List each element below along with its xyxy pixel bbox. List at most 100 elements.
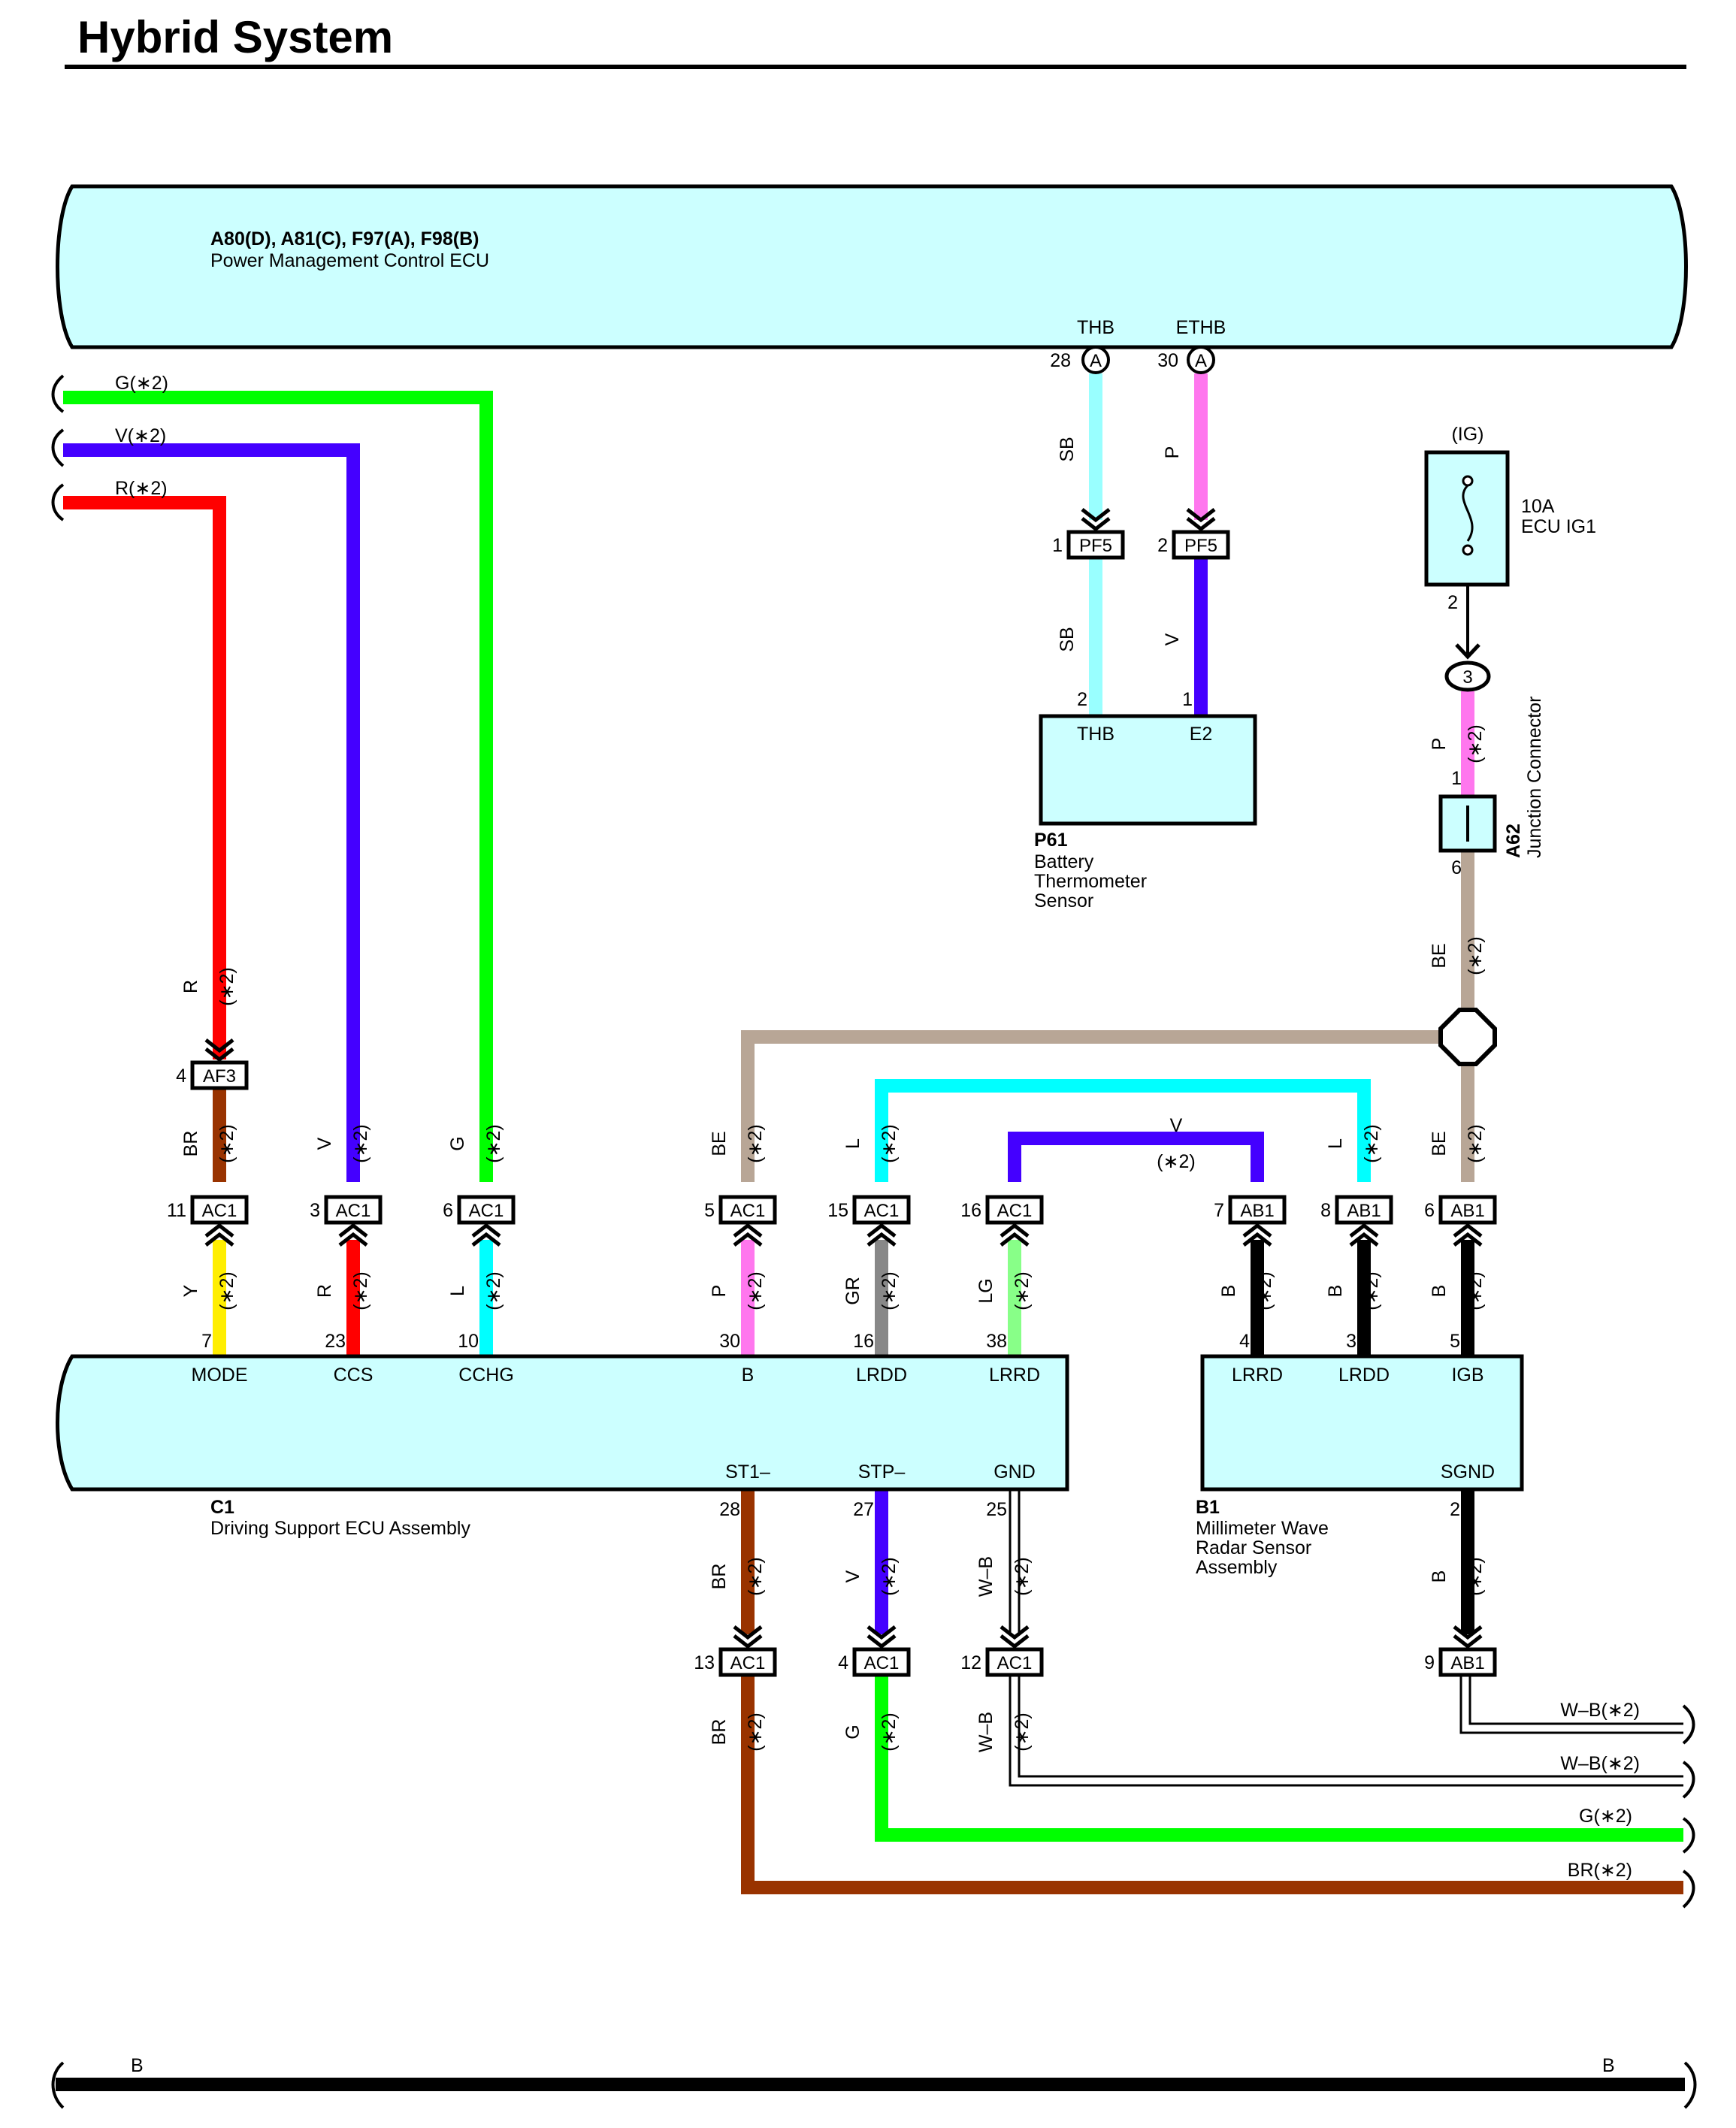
- b1-id: B1: [1196, 1497, 1220, 1518]
- label-b-lrdd-code: B: [1325, 1285, 1346, 1298]
- pin-b1-lrrd: 4: [1239, 1331, 1250, 1352]
- b1-name-1: Millimeter Wave: [1196, 1518, 1329, 1539]
- label-be-junction-star: (∗2): [1465, 936, 1486, 975]
- label-v-ac1-code: V: [314, 1137, 335, 1150]
- label-b-igb-code: B: [1429, 1285, 1450, 1298]
- label-r-ccs-code: R: [314, 1284, 335, 1298]
- c1-pin-lrrd: LRRD: [989, 1365, 1040, 1386]
- c1-pin-ccs: CCS: [334, 1365, 374, 1386]
- label-v-stp-star: (∗2): [879, 1557, 900, 1596]
- connector-ac1-mode-chevron-icon: [204, 1223, 234, 1247]
- pin-b1-lrdd: 3: [1346, 1331, 1356, 1352]
- label-v-stp-code: V: [842, 1570, 863, 1582]
- splice-octagon: [1438, 1008, 1497, 1066]
- c1-pin-gnd: GND: [994, 1461, 1036, 1483]
- fuse-pin: 2: [1447, 592, 1458, 613]
- label-br-bottom-code: BR: [709, 1719, 730, 1746]
- svg-text:5: 5: [704, 1200, 715, 1221]
- c1-pin-st1: ST1–: [725, 1461, 770, 1483]
- pin-c1-b: 30: [719, 1331, 740, 1352]
- wire-v-top: [63, 443, 360, 1182]
- label-br-af3-code: BR: [180, 1131, 201, 1157]
- svg-text:AB1: AB1: [1347, 1201, 1381, 1221]
- label-be-ab1-code: BE: [1429, 1131, 1450, 1156]
- svg-text:AB1: AB1: [1240, 1201, 1274, 1221]
- label-be-junction-code: BE: [1429, 943, 1450, 968]
- svg-text:AC1: AC1: [997, 1653, 1033, 1673]
- fuse-name: ECU IG1: [1521, 516, 1596, 537]
- junction-pin-out: 6: [1451, 857, 1462, 878]
- page-title: Hybrid System: [77, 12, 393, 62]
- svg-text:3: 3: [1462, 667, 1472, 688]
- connector-ac1-st1-chevron-icon: [733, 1625, 763, 1649]
- label-be-ac1-code: BE: [709, 1131, 730, 1156]
- wire-be-branch: [741, 1030, 1468, 1182]
- label-wb-bottom-code: W–B: [975, 1712, 997, 1752]
- ground-bus-right-label: B: [1602, 2055, 1615, 2076]
- label-l-ab1-star: (∗2): [1361, 1124, 1382, 1163]
- left-wire-v-label: V(∗2): [115, 425, 166, 446]
- ground-bus-left-label: B: [131, 2055, 144, 2076]
- driving-ecu-box: [56, 1354, 1069, 1492]
- right-wire-wb2-label: W–B(∗2): [1560, 1753, 1640, 1774]
- b1-pin-lrrd: LRRD: [1232, 1365, 1283, 1386]
- label-l-cchg-star: (∗2): [483, 1271, 504, 1310]
- connector-ab1-lrdd-chevron-icon: [1349, 1223, 1379, 1247]
- svg-text:8: 8: [1320, 1200, 1331, 1221]
- label-r-ccs-star: (∗2): [350, 1271, 371, 1310]
- connector-ac1-b-chevron-icon: [733, 1223, 763, 1247]
- pmc-pin-ethb: ETHB: [1176, 317, 1226, 338]
- pin-c1-gnd: 25: [986, 1499, 1007, 1520]
- junction-id: A62: [1503, 824, 1524, 858]
- connector-ab1-sgnd-chevron-icon: [1453, 1625, 1483, 1649]
- connector-ab1-lrdd: AB1 8: [1320, 1195, 1393, 1247]
- wire-g-top: [63, 391, 493, 1182]
- ecu-connector-thb: A 28: [1050, 346, 1110, 374]
- pmc-ecu-name: Power Management Control ECU: [210, 250, 489, 271]
- fuse-amp: 10A: [1521, 496, 1555, 517]
- svg-text:9: 9: [1424, 1652, 1435, 1673]
- c1-pin-stp: STP–: [858, 1461, 906, 1483]
- svg-text:16: 16: [960, 1200, 981, 1221]
- label-b-lrrd-code: B: [1218, 1285, 1239, 1298]
- right-wire-wb1-label: W–B(∗2): [1560, 1700, 1640, 1721]
- left-wire-r-label: R(∗2): [115, 478, 168, 499]
- label-v-lower-code: V: [1162, 633, 1183, 645]
- wires: [56, 373, 1685, 2091]
- junction-connector: [1438, 794, 1497, 853]
- label-b-lrrd-star: (∗2): [1254, 1271, 1275, 1310]
- svg-text:AC1: AC1: [864, 1653, 900, 1673]
- connector-ac1-stp-chevron-icon: [866, 1625, 897, 1649]
- svg-text:AC1: AC1: [864, 1201, 900, 1221]
- pin-c1-cchg: 10: [458, 1331, 479, 1352]
- label-b-sgnd-code: B: [1429, 1570, 1450, 1583]
- label-br-af3-star: (∗2): [216, 1124, 237, 1163]
- pin-c1-lrrd: 38: [986, 1331, 1007, 1352]
- label-r-af3-star: (∗2): [216, 967, 237, 1006]
- sensor-name-2: Thermometer: [1034, 871, 1147, 892]
- fuse-icon: [1462, 475, 1474, 556]
- connector-ab1-igb-chevron-icon: [1453, 1223, 1483, 1247]
- fuse-box: [1424, 450, 1510, 587]
- b1-pin-sgnd: SGND: [1441, 1461, 1495, 1483]
- connector-ac1-lrrd: AC1 16: [960, 1195, 1044, 1247]
- connector-af3-chevron-icon: [204, 1038, 234, 1062]
- label-p-upper-code: P: [1162, 446, 1183, 459]
- svg-text:AC1: AC1: [997, 1201, 1033, 1221]
- pin-c1-mode: 7: [201, 1331, 212, 1352]
- label-y-star: (∗2): [216, 1271, 237, 1310]
- svg-text:6: 6: [443, 1200, 453, 1221]
- svg-text:A: A: [1090, 351, 1102, 371]
- radar-box: [1200, 1354, 1524, 1492]
- connector-ac1-ccs-chevron-icon: [338, 1223, 368, 1247]
- pin-b1-igb: 5: [1450, 1331, 1460, 1352]
- label-p-b-star: (∗2): [745, 1271, 766, 1310]
- connector-ac1-cchg-chevron-icon: [471, 1223, 501, 1247]
- label-p-junction-code: P: [1429, 738, 1450, 751]
- pmc-ecu-ids: A80(D), A81(C), F97(A), F98(B): [210, 228, 479, 249]
- label-br-st1-code: BR: [709, 1564, 730, 1590]
- connector-pf5-2-chevron-icon: [1186, 508, 1216, 532]
